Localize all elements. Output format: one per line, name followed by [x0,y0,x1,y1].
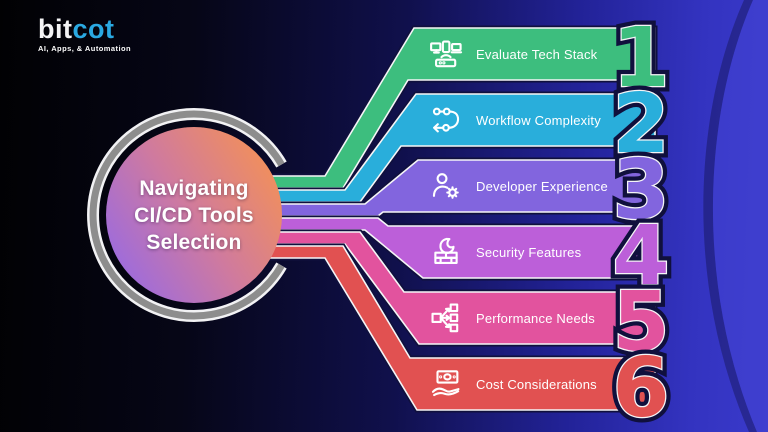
hub-title-line1: Navigating [139,176,249,200]
devices-icon [429,37,463,71]
step-label-2: Workflow Complexity [476,112,601,128]
hub-circle [106,127,282,303]
hub-ring [87,108,287,322]
hub-title-line3: Selection [146,230,242,254]
step-ribbons [259,25,658,413]
background-swoosh-shadow [703,0,757,432]
step-item-6: Cost Considerations [429,367,644,401]
step-number-4: 4 [612,209,669,304]
step-number-5: 5 [612,275,669,370]
step-number-1: 1 [612,11,669,106]
svg-text:1: 1 [612,11,669,106]
svg-text:4: 4 [612,209,669,304]
step-banner-6 [261,245,656,411]
step-item-4: Security Features [429,235,644,269]
step-label-6: Cost Considerations [476,376,597,392]
svg-text:2: 2 [612,77,669,172]
developer-gear-icon [429,169,463,203]
svg-text:3: 3 [612,143,669,238]
step-item-1: Evaluate Tech Stack [429,37,644,71]
step-label-4: Security Features [476,244,582,260]
svg-text:5: 5 [612,275,669,370]
money-hand-icon [429,367,463,401]
step-label-3: Developer Experience [476,178,608,194]
step-number-3: 3 [612,143,669,238]
brand-logo: bitcot AI, Apps, & Automation [38,16,132,54]
step-label-1: Evaluate Tech Stack [476,46,598,62]
brand-name: bitcot [38,16,131,43]
firewall-icon [429,235,463,269]
hub-title: Navigating CI/CD Tools Selection [104,161,284,269]
brand-name-cot: cot [72,14,115,44]
hub-title-line2: CI/CD Tools [134,203,254,227]
step-item-3: Developer Experience [429,169,644,203]
step-item-2: Workflow Complexity [429,103,644,137]
workflow-icon [429,103,463,137]
svg-text:6: 6 [612,341,669,432]
step-item-5: Performance Needs [429,301,644,335]
step-number-6: 6 [612,341,669,432]
distribution-icon [429,301,463,335]
background-swoosh [712,0,768,432]
brand-tagline: AI, Apps, & Automation [38,44,132,53]
brand-name-bit: bit [38,14,73,44]
step-label-5: Performance Needs [476,310,596,326]
step-number-2: 2 [612,77,669,172]
step-numbers: 1 1 2 2 3 3 4 4 5 5 6 6 [607,6,675,432]
